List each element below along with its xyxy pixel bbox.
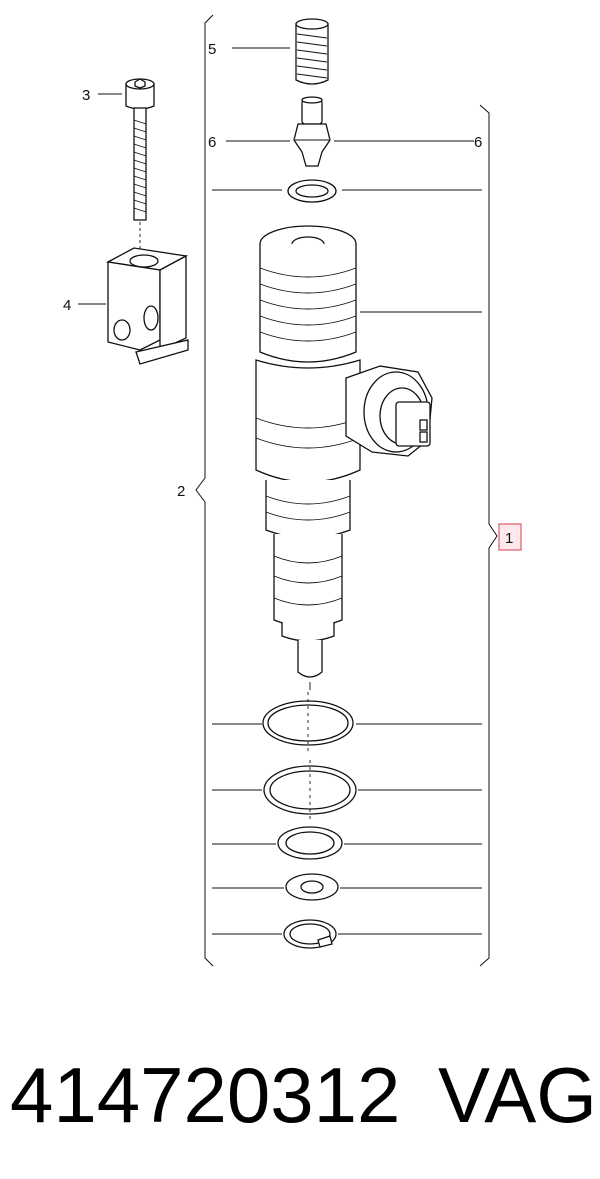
washer <box>285 873 339 901</box>
callout-1: 1 <box>505 530 513 547</box>
o-ring-medium <box>277 826 343 860</box>
part-3-bolt <box>125 78 155 221</box>
callout-5: 5 <box>208 41 216 58</box>
part-6-valve-pin <box>293 96 331 167</box>
bracket-assembly-2 <box>195 14 214 967</box>
brand-name: VAG <box>438 1051 597 1139</box>
callout-6-right: 6 <box>474 134 482 151</box>
callout-3: 3 <box>82 87 90 104</box>
caption: 414720312 VAG <box>0 1040 600 1150</box>
highlight-box <box>498 523 522 551</box>
o-ring-top <box>287 179 337 203</box>
part-2-injector-body <box>255 225 433 690</box>
callout-1-highlight[interactable]: 1 <box>498 523 522 551</box>
part-number: 414720312 <box>10 1051 401 1139</box>
callout-4: 4 <box>63 297 71 314</box>
callout-2: 2 <box>177 483 185 500</box>
part-4-clamp <box>105 247 189 365</box>
part-5-cap <box>295 18 329 85</box>
callout-6-left: 6 <box>208 134 216 151</box>
injector-exploded-diagram: 5 3 6 6 4 2 1 <box>63 14 522 967</box>
circlip <box>283 919 337 949</box>
bracket-assembly-1 <box>479 104 498 967</box>
